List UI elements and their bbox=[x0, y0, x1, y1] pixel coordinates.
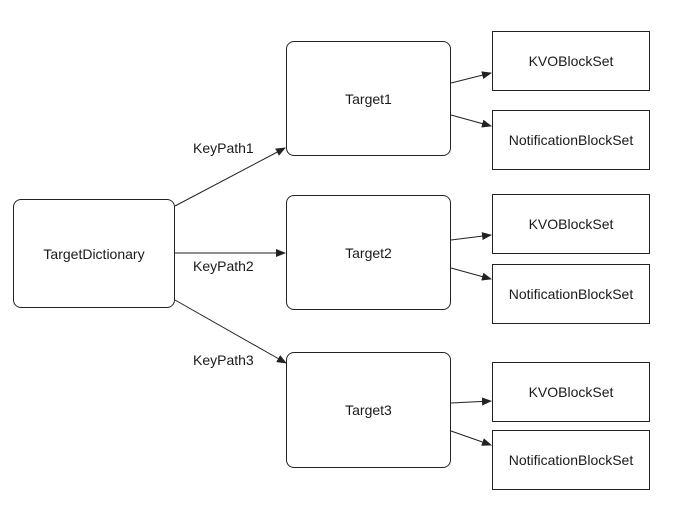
node-kvo-block-set-3-label: KVOBlockSet bbox=[528, 384, 614, 400]
node-notification-block-set-2: NotificationBlockSet bbox=[492, 264, 650, 324]
node-notification-block-set-1: NotificationBlockSet bbox=[492, 110, 650, 170]
node-kvo-block-set-2-label: KVOBlockSet bbox=[528, 216, 614, 232]
node-notification-block-set-3: NotificationBlockSet bbox=[492, 430, 650, 490]
edge-target3-kvo3 bbox=[450, 397, 492, 406]
node-kvo-block-set-3: KVOBlockSet bbox=[492, 362, 650, 422]
node-target2-label: Target2 bbox=[345, 244, 392, 261]
edge-label-keypath3: KeyPath3 bbox=[193, 352, 254, 368]
edge-target2-kvo2 bbox=[450, 232, 492, 241]
node-target3: Target3 bbox=[286, 352, 451, 468]
edge-label-keypath1: KeyPath1 bbox=[193, 140, 254, 156]
edge-root-target1 bbox=[174, 147, 286, 207]
node-notification-block-set-1-label: NotificationBlockSet bbox=[508, 132, 634, 148]
edge-root-target3 bbox=[174, 299, 287, 364]
edge-target1-notif1 bbox=[450, 114, 492, 128]
node-kvo-block-set-2: KVOBlockSet bbox=[492, 194, 650, 254]
node-kvo-block-set-1: KVOBlockSet bbox=[492, 31, 650, 91]
edge-label-keypath2: KeyPath2 bbox=[193, 258, 254, 274]
node-notification-block-set-3-label: NotificationBlockSet bbox=[508, 452, 634, 468]
node-target1-label: Target1 bbox=[345, 90, 392, 107]
node-kvo-block-set-1-label: KVOBlockSet bbox=[528, 53, 614, 69]
edge-target1-kvo1 bbox=[450, 71, 492, 84]
node-target1: Target1 bbox=[286, 41, 451, 156]
node-notification-block-set-2-label: NotificationBlockSet bbox=[508, 286, 634, 302]
node-target2: Target2 bbox=[286, 195, 451, 310]
edge-target2-notif2 bbox=[450, 267, 492, 281]
node-target3-label: Target3 bbox=[345, 402, 392, 418]
edge-target3-notif3 bbox=[450, 430, 492, 446]
node-target-dictionary-label: TargetDictionary bbox=[43, 245, 145, 262]
node-target-dictionary: TargetDictionary bbox=[13, 199, 175, 308]
